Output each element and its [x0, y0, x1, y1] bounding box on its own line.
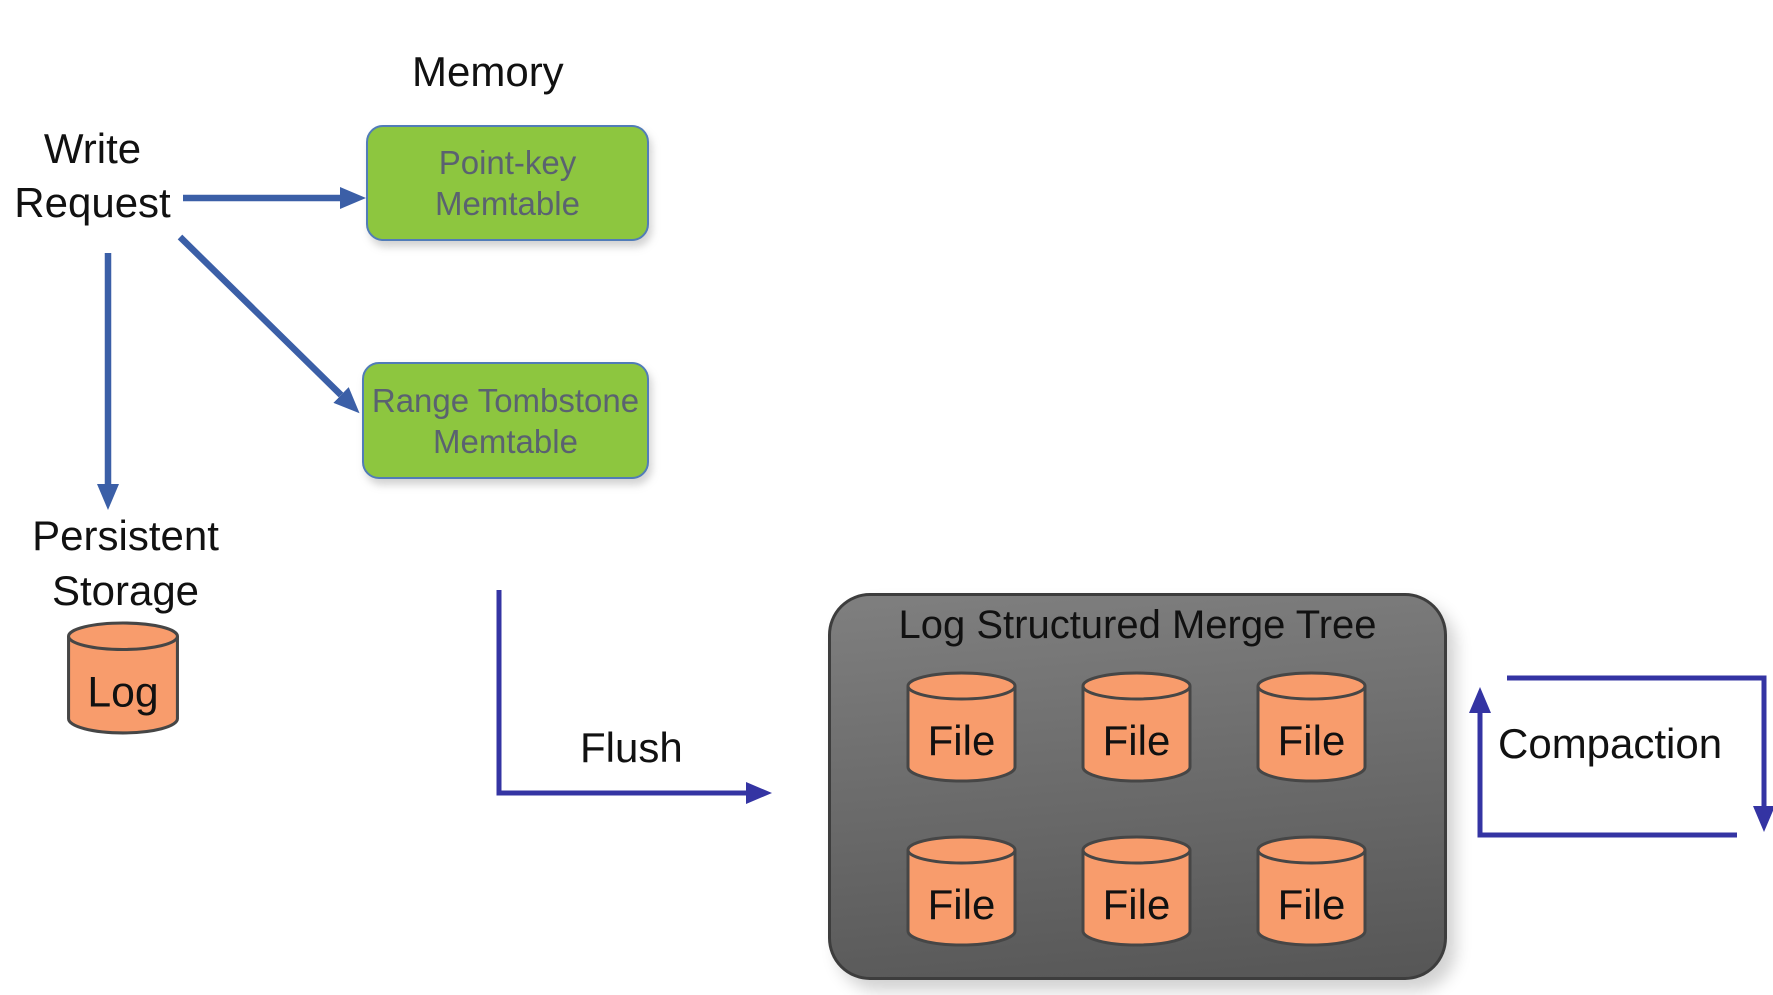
file-cylinder-label: File	[1278, 717, 1346, 764]
file-cylinder-label: File	[1103, 717, 1171, 764]
file-cylinder: File	[906, 835, 1017, 947]
file-cylinder-body	[906, 850, 1017, 947]
compaction-label: Compaction	[1498, 720, 1723, 767]
file-cylinder-body	[1256, 850, 1367, 947]
file-cylinder-label: File	[928, 717, 996, 764]
log-cylinder-top	[67, 621, 179, 652]
range-tombstone-line2: Memtable	[433, 422, 578, 460]
file-cylinder-label: File	[1103, 881, 1171, 928]
file-cylinder: File	[1256, 835, 1367, 947]
file-cylinder: File	[906, 671, 1017, 783]
file-cylinder-top	[906, 835, 1017, 865]
persistent-storage-line1: Persistent	[32, 512, 219, 559]
file-cylinder-label: File	[1278, 881, 1346, 928]
persistent-storage-line2: Storage	[51, 567, 200, 614]
pointkey-memtable-line1: Point-key	[438, 144, 577, 181]
log-cylinder: Log	[67, 621, 179, 735]
file-cylinder: File	[1256, 671, 1367, 783]
file-cylinder-top	[1081, 671, 1192, 701]
write-to-rangetombstone-arrow	[177, 234, 360, 414]
write-request-label: Write Request	[0, 122, 185, 230]
file-cylinder-body	[1081, 686, 1192, 783]
persistent-storage-label: Persistent Storage	[18, 508, 233, 618]
file-cylinder-top	[1256, 835, 1367, 865]
log-cylinder-label: Log	[87, 668, 158, 716]
write-request-line2: Request	[14, 179, 171, 226]
range-tombstone-line1: Range Tombstone	[371, 381, 640, 419]
file-cylinder: File	[1081, 671, 1192, 783]
write-request-line1: Write	[43, 125, 142, 172]
file-cylinder-body	[906, 686, 1017, 783]
lsm-tree-title: Log Structured Merge Tree	[898, 603, 1377, 647]
lsm-tree-box: Log Structured Merge Tree File File File…	[828, 593, 1447, 980]
range-tombstone-memtable-box: Range Tombstone Memtable	[362, 362, 649, 479]
file-cylinder-label: File	[928, 881, 996, 928]
pointkey-memtable-line2: Memtable	[435, 185, 580, 222]
log-cylinder-body	[67, 636, 179, 735]
file-cylinder-top	[906, 671, 1017, 701]
file-cylinder-body	[1081, 850, 1192, 947]
pointkey-memtable-box: Point-key Memtable	[366, 125, 649, 241]
file-cylinder-body	[1256, 686, 1367, 783]
file-cylinder-top	[1081, 835, 1192, 865]
file-cylinder-top	[1256, 671, 1367, 701]
flush-label: Flush	[580, 724, 683, 771]
file-cylinder: File	[1081, 835, 1192, 947]
memory-label: Memory	[412, 48, 564, 95]
